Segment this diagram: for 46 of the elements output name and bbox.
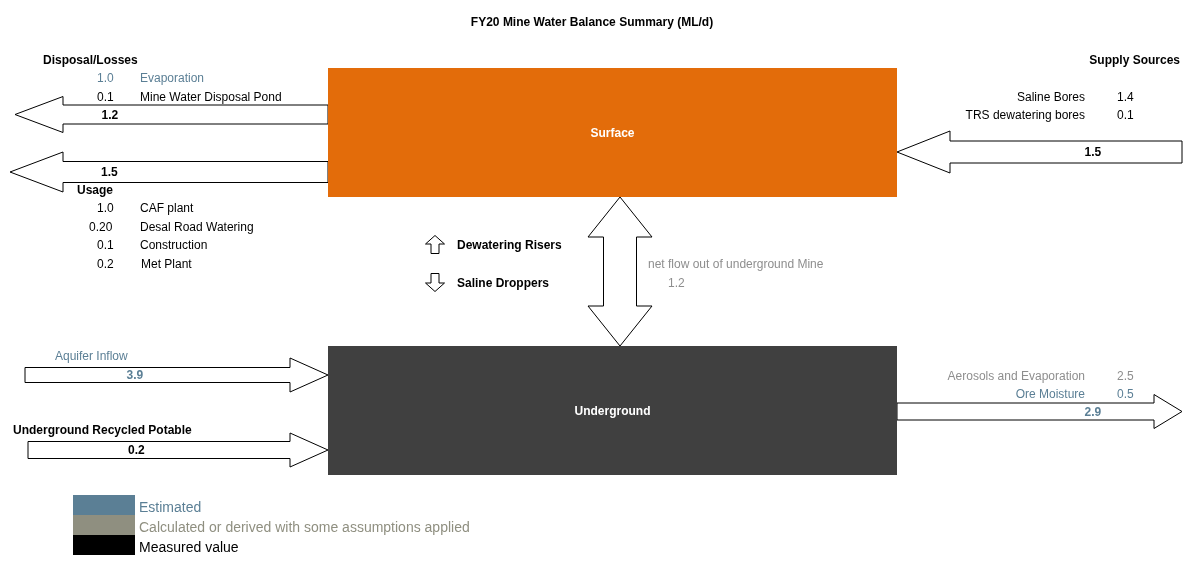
flow-name: Met Plant <box>141 256 192 272</box>
flow-value: 0.20 <box>89 219 113 235</box>
flow-value: 2.5 <box>1117 368 1134 384</box>
edge-label: 1.5 <box>100 165 119 179</box>
diagram-title: FY20 Mine Water Balance Summary (ML/d) <box>469 14 715 30</box>
block-arrow <box>14 96 329 133</box>
section-heading: Usage <box>77 182 114 198</box>
legend-label: Estimated <box>139 498 202 517</box>
node-label: Underground <box>574 403 651 418</box>
block-arrow <box>27 432 329 468</box>
flow-name: Mine Water Disposal Pond <box>140 89 282 105</box>
flow-name: net flow out of underground Mine <box>648 256 824 272</box>
block-arrow <box>587 196 653 347</box>
edge-label: 0.2 <box>127 443 146 457</box>
flow-value: 0.1 <box>97 237 114 253</box>
block-arrow <box>896 394 1183 429</box>
block-arrow <box>24 357 329 393</box>
legend-label: Calculated or derived with some assumptions applied <box>139 518 470 537</box>
icon-caption: Saline Droppers <box>457 275 550 291</box>
process-box <box>328 68 897 197</box>
flow-name: Ore Moisture <box>1015 386 1085 402</box>
flow-name: Construction <box>140 237 208 253</box>
section-heading: Disposal/Losses <box>43 52 138 68</box>
flow-name: Evaporation <box>140 70 205 86</box>
legend-label: Measured value <box>139 538 239 557</box>
block-arrow <box>9 151 329 193</box>
block-arrow <box>896 130 1183 174</box>
flow-value: 0.1 <box>1117 107 1134 123</box>
flow-value: 1.0 <box>97 70 114 86</box>
flow-name: TRS dewatering bores <box>965 107 1085 123</box>
flow-value: 0.5 <box>1117 386 1134 402</box>
node-label: Surface <box>590 125 635 140</box>
icon-caption: Dewatering Risers <box>457 237 562 253</box>
section-heading: Underground Recycled Potable <box>13 422 192 438</box>
flow-name: Desal Road Watering <box>140 219 254 235</box>
flow-name: Saline Bores <box>1016 89 1085 105</box>
flow-value: 0.2 <box>97 256 114 272</box>
flow-value: 1.4 <box>1117 89 1134 105</box>
flow-name: CAF plant <box>140 200 194 216</box>
flow-name: Aerosols and Evaporation <box>947 368 1085 384</box>
flow-name: Aquifer Inflow <box>55 348 128 364</box>
process-box <box>328 346 897 475</box>
flow-value: 0.1 <box>97 89 114 105</box>
section-heading: Supply Sources <box>1089 52 1180 68</box>
flow-value: 1.2 <box>668 275 685 291</box>
flow-value: 1.0 <box>97 200 114 216</box>
